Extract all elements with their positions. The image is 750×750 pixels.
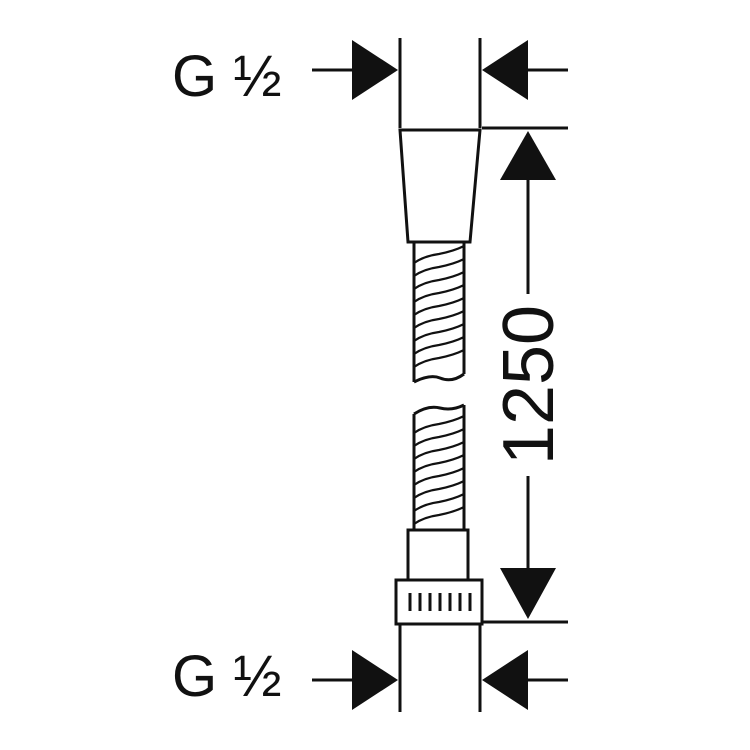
length-arrow-top (500, 131, 556, 180)
lower-sleeve (406, 528, 470, 582)
hose-coil (413, 467, 465, 486)
upper-hose-section (412, 242, 466, 384)
hose-coil (413, 323, 465, 342)
hose-coil (413, 271, 465, 290)
top-width-dimension (312, 38, 568, 128)
bottom-arrow-left (352, 650, 398, 710)
upper-hose-break (413, 372, 465, 384)
hose-coil (413, 297, 465, 316)
hose-coil (413, 428, 465, 447)
knurl-lines (408, 593, 472, 611)
hose-coil (413, 441, 465, 460)
top-thread-label: G ½ (172, 44, 282, 109)
hose-coil (413, 258, 465, 277)
bottom-width-dimension (312, 624, 568, 712)
lower-hose-section (412, 403, 466, 530)
hose-coil (413, 506, 465, 525)
top-connector (398, 128, 482, 244)
bottom-arrow-right (482, 650, 528, 710)
hose-coil (413, 454, 465, 473)
length-dimension-label: 1250 (489, 305, 569, 465)
lower-hose-coils (413, 415, 465, 525)
length-dimension: 1250 (482, 126, 569, 624)
upper-hose-coils (413, 245, 465, 368)
top-arrow-left (352, 40, 398, 100)
hose-coil (413, 480, 465, 499)
hose-coil (413, 245, 465, 264)
hose-coil (413, 284, 465, 303)
knurled-nut (394, 578, 484, 626)
length-arrow-bottom (500, 568, 556, 619)
top-arrow-right (482, 40, 528, 100)
hose-coil (413, 415, 465, 434)
hose-coil (413, 349, 465, 368)
hose-coil (413, 336, 465, 355)
lower-hose-break (413, 403, 465, 416)
bottom-thread-label: G ½ (172, 644, 282, 709)
hose-coil (413, 310, 465, 329)
hose-coil (413, 493, 465, 512)
